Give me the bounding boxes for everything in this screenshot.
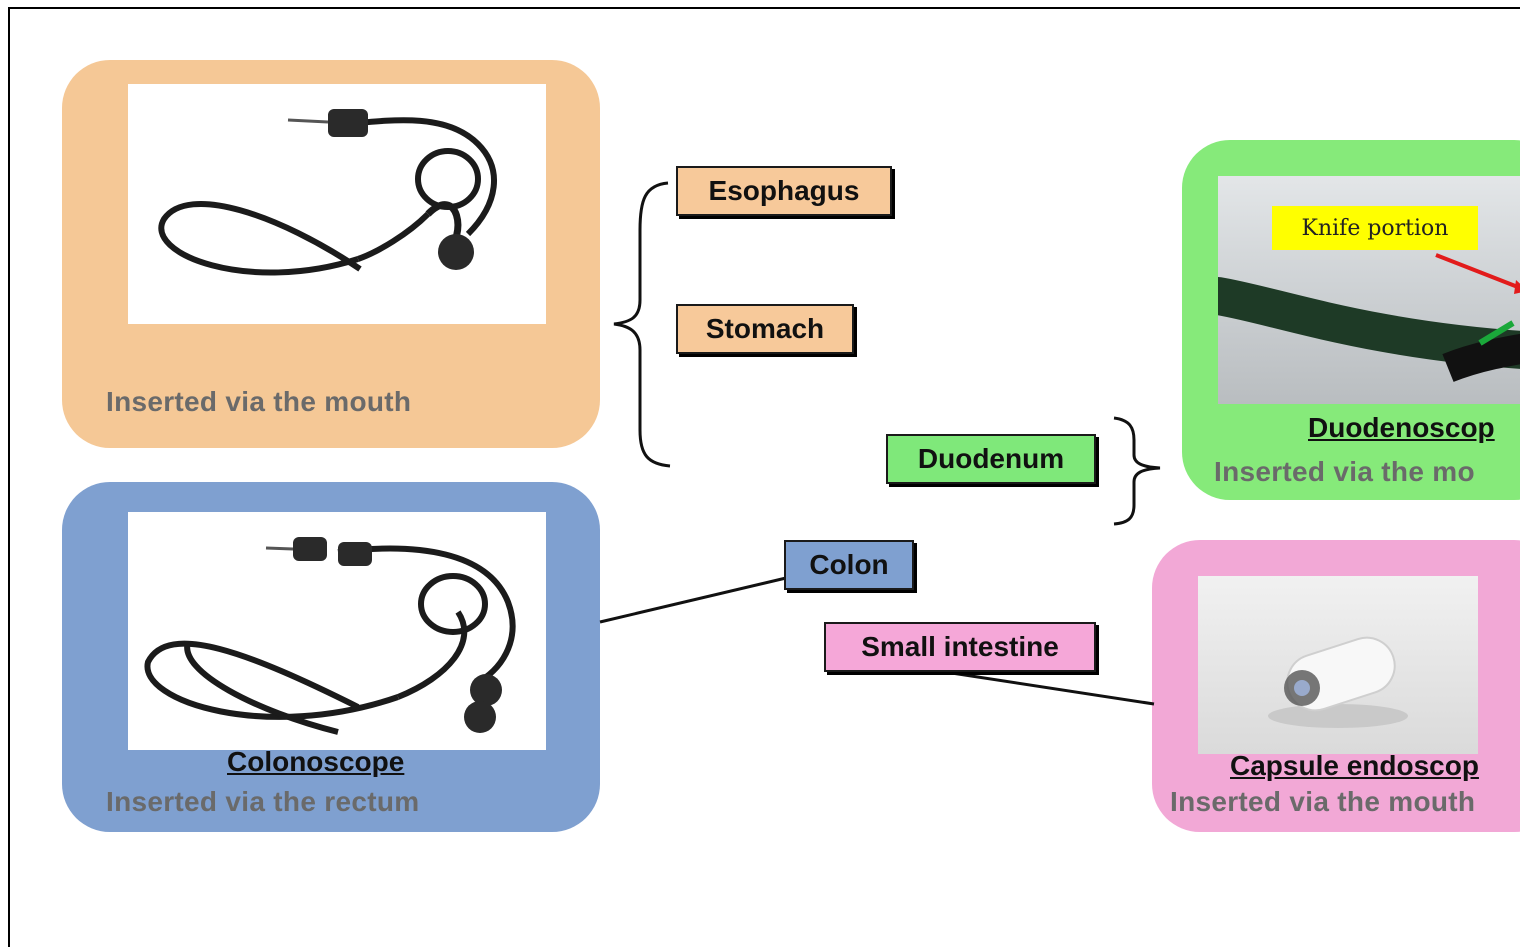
duodenoscope-illustration bbox=[1218, 253, 1520, 382]
esophagus-label: Esophagus bbox=[676, 166, 892, 216]
colonoscope-photo bbox=[128, 512, 546, 750]
stomach-label: Stomach bbox=[676, 304, 854, 354]
upper-gi-brace bbox=[613, 181, 671, 468]
duodenum-brace bbox=[1113, 416, 1161, 526]
duodenoscope-photo: Knife portion bbox=[1218, 176, 1520, 404]
duodenoscope-title: Duodenoscop bbox=[1308, 412, 1495, 443]
upper-endoscope-subtitle: Inserted via the mouth bbox=[106, 386, 412, 417]
small-intestine-label: Small intestine bbox=[824, 622, 1096, 672]
capsule-illustration bbox=[1268, 636, 1408, 728]
capsule-endoscope-card: Capsule endoscop Inserted via the mouth bbox=[1152, 540, 1520, 832]
colon-label: Colon bbox=[784, 540, 914, 590]
colonoscope-illustration bbox=[144, 537, 516, 735]
colonoscope-subtitle: Inserted via the rectum bbox=[106, 786, 420, 817]
diagram-frame bbox=[8, 7, 1520, 947]
colon-connector bbox=[599, 576, 787, 624]
duodenoscope-subtitle: Inserted via the mo bbox=[1214, 456, 1475, 487]
capsule-title: Capsule endoscop bbox=[1230, 750, 1479, 781]
upper-endoscope-photo bbox=[128, 84, 546, 324]
duodenoscope-card: Knife portion Duodenoscop Inserted via t… bbox=[1182, 140, 1520, 500]
colonoscope-title: Colonoscope bbox=[227, 746, 405, 777]
knife-portion-label: Knife portion bbox=[1272, 206, 1478, 250]
duodenum-label: Duodenum bbox=[886, 434, 1096, 484]
capsule-photo bbox=[1198, 576, 1478, 754]
upper-endoscope-card: Inserted via the mouth bbox=[62, 60, 600, 448]
endoscope-illustration bbox=[158, 109, 497, 276]
capsule-subtitle: Inserted via the mouth bbox=[1170, 786, 1476, 817]
small-intestine-connector bbox=[931, 668, 1155, 706]
colonoscope-card: Colonoscope Inserted via the rectum bbox=[62, 482, 600, 832]
